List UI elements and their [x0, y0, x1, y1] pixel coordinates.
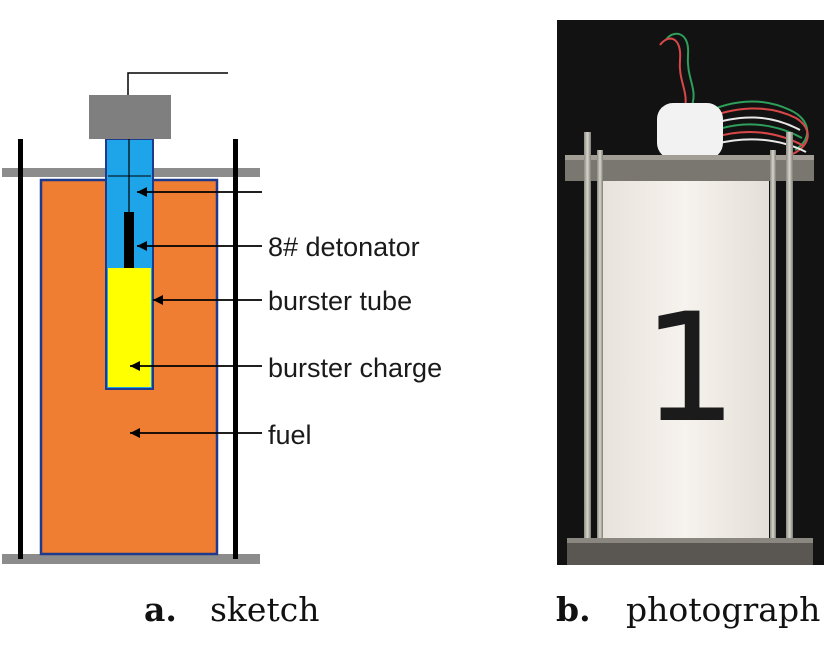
- photo-container-number: 1: [642, 282, 737, 456]
- caption-b-letter: b.: [556, 590, 591, 629]
- photo-rod-right-inner: [770, 150, 776, 545]
- caption-b-text: photograph: [626, 590, 820, 629]
- photo-panel: 1: [557, 20, 824, 565]
- leader-fuel-arrow: [130, 428, 140, 438]
- label-burster-charge: burster charge: [268, 353, 442, 383]
- leader-tube-arrow: [153, 295, 163, 305]
- left-rod: [18, 139, 23, 559]
- cap-block: [89, 95, 171, 139]
- lead-wire: [127, 72, 228, 95]
- photo-rod-left-inner: [597, 150, 603, 545]
- leader-top-arrow: [137, 187, 147, 197]
- right-rod: [233, 139, 238, 559]
- label-detonator: 8# detonator: [268, 232, 420, 262]
- photo-rod-right-outer: [786, 132, 793, 542]
- caption-a-text: sketch: [210, 590, 319, 629]
- photo-plug: [657, 103, 723, 159]
- detonator: [124, 212, 134, 268]
- bottom-plate: [2, 554, 260, 564]
- burster-charge: [108, 268, 151, 387]
- label-fuel: fuel: [268, 420, 312, 450]
- label-burster-tube: burster tube: [268, 286, 412, 316]
- sketch-panel: 8# detonator burster tube burster charge…: [2, 72, 442, 564]
- photo-rod-left-outer: [584, 132, 591, 542]
- leader-detonator-arrow: [137, 241, 147, 251]
- photo-pipe: [601, 181, 769, 541]
- leader-charge-arrow: [130, 361, 140, 371]
- caption-a-letter: a.: [144, 590, 177, 629]
